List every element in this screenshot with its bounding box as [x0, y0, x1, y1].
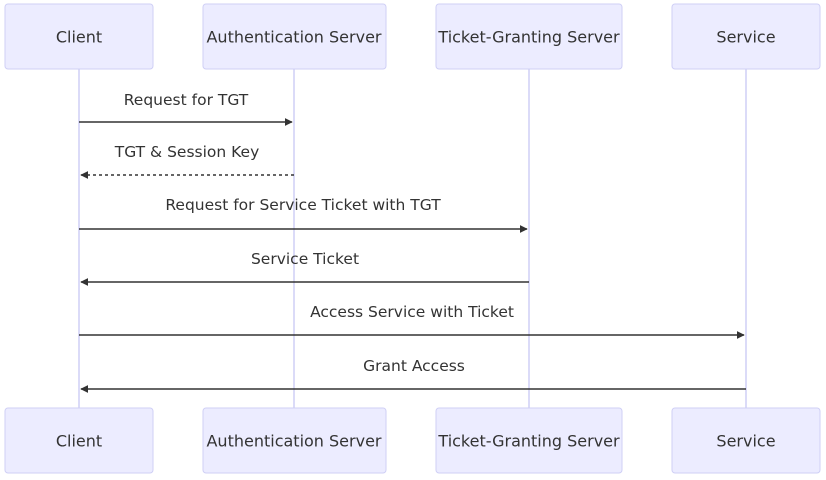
participant-label: Authentication Server	[206, 432, 381, 451]
participant-label: Ticket-Granting Server	[437, 28, 620, 47]
message-label: Grant Access	[363, 357, 465, 375]
participant-label: Service	[716, 28, 775, 47]
participant-box	[202, 3, 387, 70]
participant-label: Service	[716, 432, 775, 451]
participant-label: Client	[56, 28, 102, 47]
participant-client-top: Client	[4, 3, 154, 70]
participant-authentication-server-top: Authentication Server	[202, 3, 387, 70]
message-label: Request for TGT	[124, 91, 249, 109]
message-request-for-tgt: Request for TGT	[79, 91, 293, 126]
message-service-ticket: Service Ticket	[80, 250, 529, 286]
message-tgt-session-key: TGT & Session Key	[80, 143, 294, 179]
participant-authentication-server-bottom: Authentication Server	[202, 407, 387, 474]
message-label: Access Service with Ticket	[310, 303, 514, 321]
messages: Request for TGT TGT & Session Key Reques…	[79, 91, 746, 393]
participant-ticket-granting-server-top: Ticket-Granting Server	[435, 3, 623, 70]
message-label: Service Ticket	[251, 250, 359, 268]
participant-box	[435, 407, 623, 474]
participant-box	[4, 3, 154, 70]
participant-ticket-granting-server-bottom: Ticket-Granting Server	[435, 407, 623, 474]
message-label: TGT & Session Key	[114, 143, 260, 161]
participant-box	[671, 407, 821, 474]
participant-service-top: Service	[671, 3, 821, 70]
lifelines	[78, 69, 747, 408]
participant-service-bottom: Service	[671, 407, 821, 474]
participant-box	[4, 407, 154, 474]
participants-bottom: Client Authentication Server Ticket-Gran…	[4, 407, 821, 474]
participant-client-bottom: Client	[4, 407, 154, 474]
message-request-for-service-ticket: Request for Service Ticket with TGT	[79, 196, 528, 233]
message-label: Request for Service Ticket with TGT	[165, 196, 441, 214]
participant-box	[435, 3, 623, 70]
participant-label: Ticket-Granting Server	[437, 432, 620, 451]
participant-label: Authentication Server	[206, 28, 381, 47]
participant-box	[202, 407, 387, 474]
participant-box	[671, 3, 821, 70]
participants-top: Client Authentication Server Ticket-Gran…	[4, 3, 821, 70]
message-grant-access: Grant Access	[80, 357, 746, 393]
message-access-service-with-ticket: Access Service with Ticket	[79, 303, 745, 339]
participant-label: Client	[56, 432, 102, 451]
